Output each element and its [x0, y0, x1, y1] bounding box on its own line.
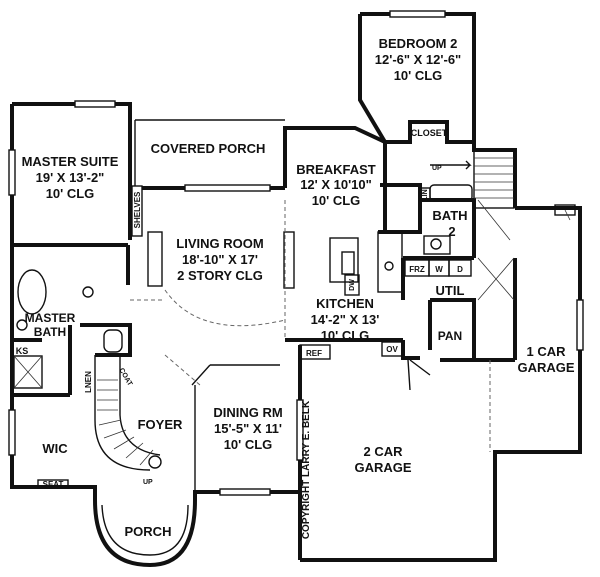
breakfast-dims: 12' X 10'10" — [300, 177, 372, 192]
util-name: UTIL — [436, 283, 465, 298]
one-car-garage-name-1: 1 CAR — [526, 344, 566, 359]
living-room-dims: 18'-10" X 17' — [182, 252, 258, 267]
room-labels: BEDROOM 2 12'-6" X 12'-6" 10' CLG MASTER… — [22, 36, 575, 539]
up-rear-label: UP — [432, 165, 442, 172]
seat-bench — [37, 479, 69, 489]
front-porch-outline — [93, 499, 197, 568]
foyer-name: FOYER — [138, 417, 183, 432]
one-car-garage-name-2: GARAGE — [517, 360, 574, 375]
master-bath-name-2: BATH — [34, 325, 66, 339]
frz-label: FRZ — [409, 265, 425, 274]
kitchen-counters — [283, 231, 403, 360]
master-suite-clg: 10' CLG — [46, 186, 95, 201]
dining-dims: 15'-5" X 11' — [214, 421, 282, 436]
d-label: D — [457, 265, 463, 274]
kitchen-dims: 14'-2" X 13' — [311, 312, 380, 327]
bedroom2-name: BEDROOM 2 — [379, 36, 458, 51]
interior-walls — [12, 142, 517, 397]
master-bath-fixtures — [13, 269, 123, 389]
kitchen-name: KITCHEN — [316, 296, 374, 311]
w-label: W — [435, 265, 443, 274]
master-bath-name-1: MASTER — [25, 311, 76, 325]
up-front-label: UP — [143, 479, 153, 486]
shelves-label: SHELVES — [133, 191, 142, 228]
dw-label: DW — [349, 279, 356, 291]
lin-label: LIN — [422, 189, 429, 200]
porch-name: PORCH — [125, 524, 172, 539]
master-suite-name: MASTER SUITE — [22, 154, 119, 169]
pan-name: PAN — [438, 329, 462, 343]
rear-stairs — [430, 149, 515, 301]
bath2-name: BATH — [432, 208, 467, 223]
living-room-details — [130, 200, 286, 340]
bath2-fixtures — [419, 184, 473, 255]
exterior-walls — [10, 12, 582, 562]
dining-name: DINING RM — [213, 405, 282, 420]
kitchen-clg: 10' CLG — [321, 328, 370, 343]
two-car-garage-name-2: GARAGE — [354, 460, 411, 475]
bath2-num: 2 — [448, 224, 455, 239]
living-room-clg: 2 STORY CLG — [177, 268, 263, 283]
copyright-label: COPYRIGHT LARRY E. BELK — [301, 400, 312, 539]
windows — [8, 10, 584, 496]
closet-label: CLOSET — [411, 128, 448, 138]
wic-name: WIC — [42, 441, 68, 456]
breakfast-name: BREAKFAST — [296, 162, 376, 177]
ref-label: REF — [306, 349, 322, 358]
master-suite-dims: 19' X 13'-2" — [36, 170, 105, 185]
garage-details — [407, 204, 576, 452]
dining-clg: 10' CLG — [224, 437, 273, 452]
foyer-stairs — [94, 354, 280, 492]
seat-label: SEAT — [43, 480, 64, 489]
lnen-label: LNEN — [84, 371, 93, 393]
living-room-name: LIVING ROOM — [176, 236, 263, 251]
two-car-garage-name-1: 2 CAR — [363, 444, 403, 459]
ov-label: OV — [386, 345, 398, 354]
breakfast-clg: 10' CLG — [312, 193, 361, 208]
ks-label: KS — [16, 346, 29, 356]
covered-porch-name: COVERED PORCH — [151, 141, 266, 156]
bedroom2-dims: 12'-6" X 12'-6" — [375, 52, 461, 67]
covered-porch-area — [131, 119, 285, 237]
bedroom2-clg: 10' CLG — [394, 68, 443, 83]
utility-appliances — [404, 259, 472, 277]
